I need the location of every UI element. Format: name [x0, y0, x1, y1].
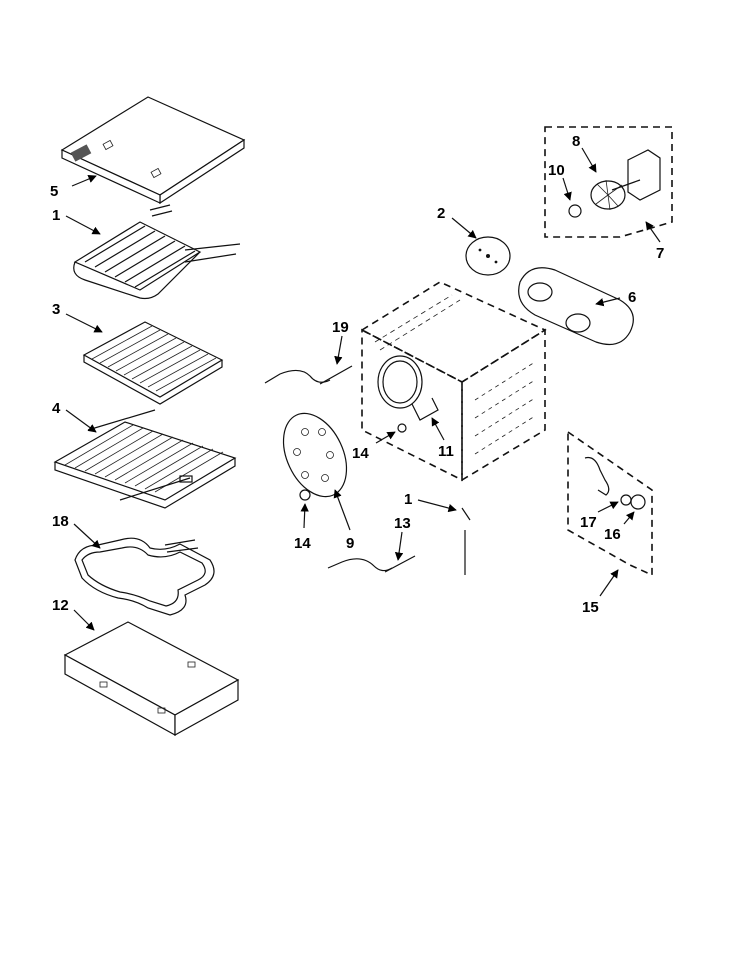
leader-16: [623, 511, 635, 525]
screw-part: [299, 423, 407, 501]
oven-light-group: [567, 430, 653, 577]
sliding-rack-part: [53, 409, 237, 509]
convection-element-part: [377, 355, 439, 421]
callout-9: 9: [346, 535, 354, 552]
leader-11: [431, 417, 445, 441]
callout-3: 3: [52, 301, 60, 318]
leader-5: [71, 175, 97, 187]
callout-11: 11: [438, 443, 454, 460]
callout-labels: 5 1 3 4 18 12 2 6 7 8 10 19 14 11 14 9 1…: [50, 133, 664, 616]
leader-14b: [300, 503, 309, 529]
leader-15: [599, 569, 619, 597]
callout-14-lower: 14: [294, 535, 311, 552]
leader-6: [595, 297, 621, 307]
leader-19: [334, 335, 343, 365]
temperature-sensor-part: [264, 365, 416, 573]
callout-18: 18: [52, 513, 69, 530]
callout-16: 16: [604, 526, 621, 543]
leader-8: [581, 147, 597, 173]
callout-7: 7: [656, 245, 664, 262]
callout-17: 17: [580, 514, 597, 531]
oven-cavity-part: [360, 281, 547, 482]
callout-6: 6: [628, 289, 636, 306]
callout-13: 13: [394, 515, 411, 532]
broil-element-part: [73, 204, 241, 300]
sensor-probe-part: [461, 507, 471, 575]
bake-element-part: [74, 537, 215, 616]
convection-motor-group: [544, 126, 673, 238]
leader-18: [73, 523, 101, 549]
leader-4: [65, 409, 97, 433]
leader-7: [645, 221, 661, 243]
callout-12: 12: [52, 597, 69, 614]
callout-10: 10: [548, 162, 565, 179]
leader-13: [394, 531, 404, 561]
callout-2: 2: [437, 205, 445, 222]
callout-14-upper: 14: [352, 445, 369, 462]
leader-2: [451, 217, 477, 239]
callout-1-top: 1: [52, 207, 60, 224]
fan-blade-disk-part: [465, 236, 511, 276]
leader-9: [333, 489, 351, 531]
rear-cover-part: [282, 412, 348, 498]
top-panel-part: [60, 96, 246, 205]
leader-12: [73, 609, 95, 631]
callout-1-lower: 1: [404, 491, 412, 508]
leader-10: [562, 177, 572, 201]
oven-rack-part: [82, 321, 224, 405]
leader-3: [65, 313, 103, 333]
leader-17: [597, 501, 619, 513]
callout-5: 5: [50, 183, 58, 200]
callout-leaders: [65, 147, 661, 631]
convection-cover-part: [518, 267, 634, 345]
leader-1a: [65, 215, 101, 235]
callout-4: 4: [52, 400, 61, 417]
broiler-tray-part: [63, 621, 240, 737]
callout-15: 15: [582, 599, 599, 616]
leader-14a: [375, 431, 396, 444]
callout-8: 8: [572, 133, 580, 150]
callout-19: 19: [332, 319, 349, 336]
leader-1b: [417, 499, 457, 513]
